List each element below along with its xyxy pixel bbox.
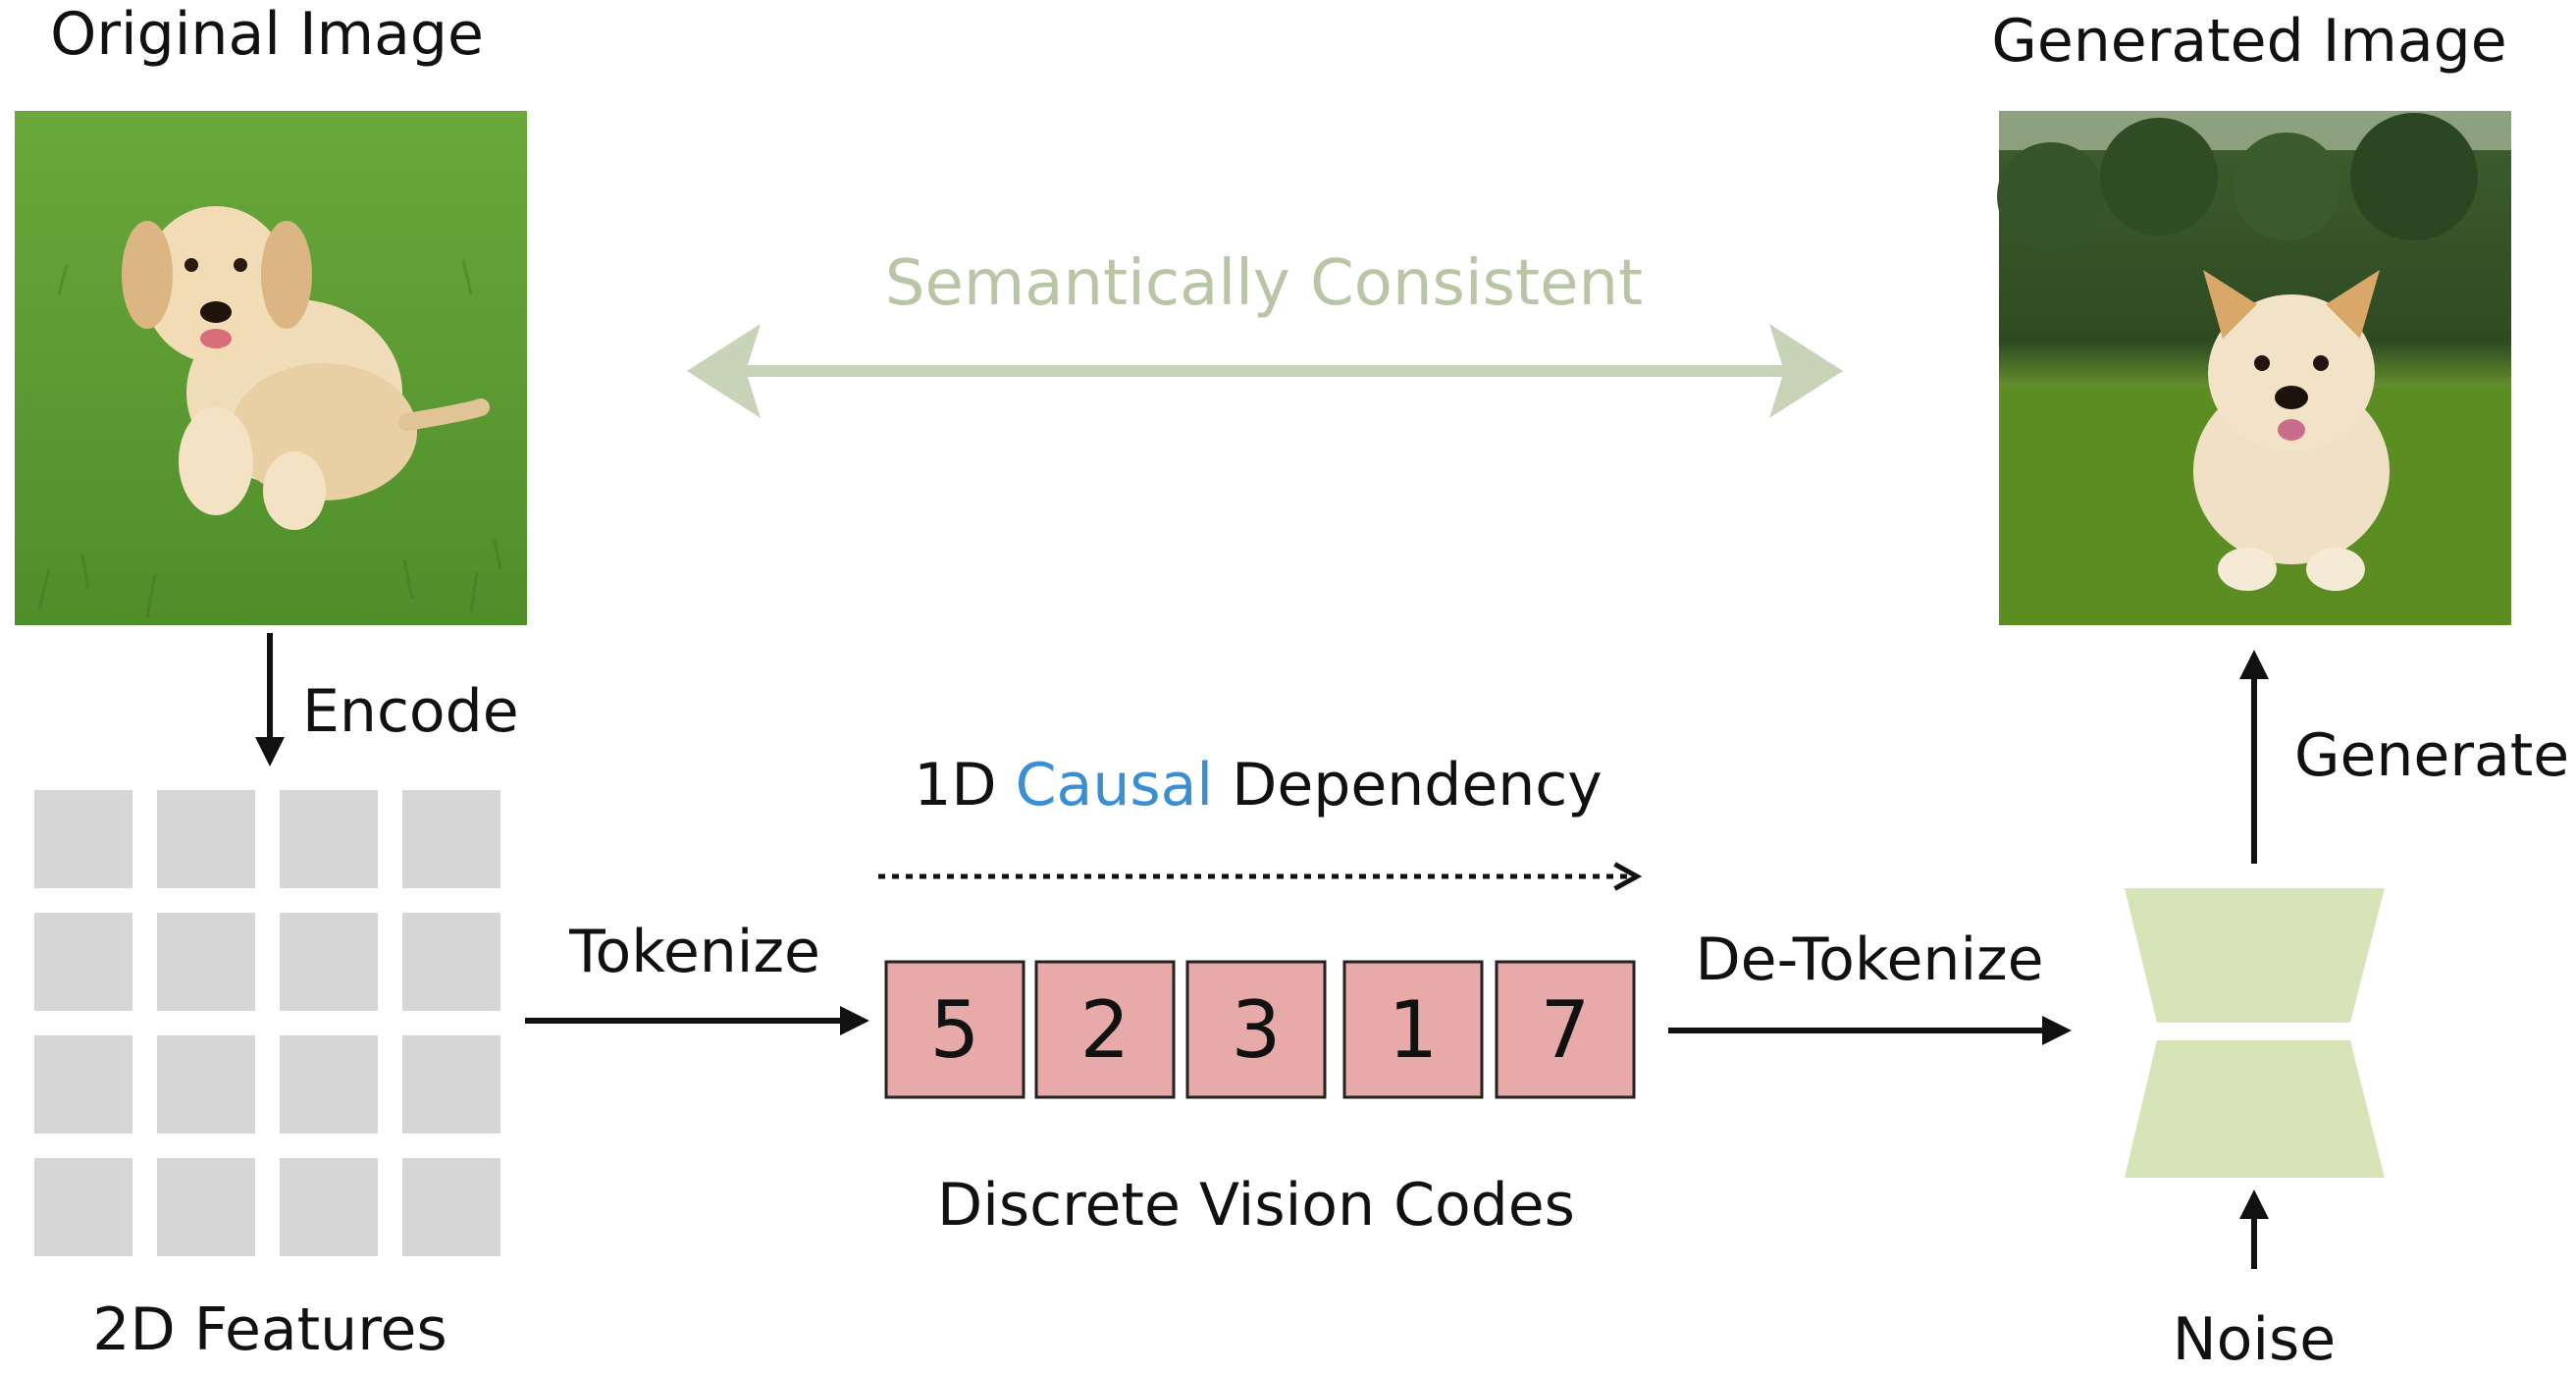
feature-cell <box>34 790 132 888</box>
semantic-consistency-arrow <box>687 324 1843 418</box>
feature-cell <box>157 1035 255 1134</box>
decoder-top <box>2125 888 2385 1023</box>
feature-cell <box>34 913 132 1011</box>
feature-cell <box>34 1158 132 1256</box>
feature-cell <box>157 913 255 1011</box>
feature-cell <box>157 790 255 888</box>
feature-cell <box>402 1158 500 1256</box>
codes-caption: Discrete Vision Codes <box>937 1171 1575 1240</box>
code-box <box>884 960 1025 1099</box>
generate-label: Generate <box>2294 721 2569 790</box>
generated-image <box>1997 111 2511 625</box>
decoder-bottom <box>2125 1040 2385 1178</box>
features-label: 2D Features <box>92 1295 447 1364</box>
decoder-hourglass <box>2125 888 2385 1178</box>
code-value: 2 <box>1080 984 1130 1076</box>
code-value: 7 <box>1541 984 1591 1076</box>
causal-word: Causal <box>1016 751 1213 819</box>
feature-cell <box>280 790 378 888</box>
causal-suffix: Dependency <box>1213 751 1603 819</box>
tokenize-label: Tokenize <box>568 918 820 986</box>
feature-grid <box>34 790 500 1256</box>
feature-cell <box>280 913 378 1011</box>
detokenize-label: De-Tokenize <box>1695 925 2043 994</box>
code-value: 1 <box>1389 984 1439 1076</box>
code-box <box>1034 960 1176 1099</box>
causal-dependency-label: 1D Causal Dependency <box>914 751 1603 819</box>
code-box <box>1342 960 1484 1099</box>
code-value: 5 <box>930 984 980 1076</box>
generated-image-title: Generated Image <box>1991 7 2506 76</box>
code-box <box>1495 960 1636 1099</box>
feature-cell <box>280 1035 378 1134</box>
original-image <box>15 111 527 625</box>
code-box <box>1185 960 1327 1099</box>
semantically-consistent-label: Semantically Consistent <box>885 247 1643 320</box>
feature-cell <box>402 913 500 1011</box>
noise-label: Noise <box>2173 1305 2336 1369</box>
feature-cell <box>34 1035 132 1134</box>
feature-cell <box>280 1158 378 1256</box>
code-value: 3 <box>1232 984 1282 1076</box>
feature-cell <box>157 1158 255 1256</box>
feature-cell <box>402 1035 500 1134</box>
code-boxes: 5 2 3 1 7 <box>884 960 1636 1099</box>
original-image-title: Original Image <box>50 0 484 69</box>
causal-prefix: 1D <box>914 751 1015 819</box>
encode-label: Encode <box>302 677 519 746</box>
feature-cell <box>402 790 500 888</box>
